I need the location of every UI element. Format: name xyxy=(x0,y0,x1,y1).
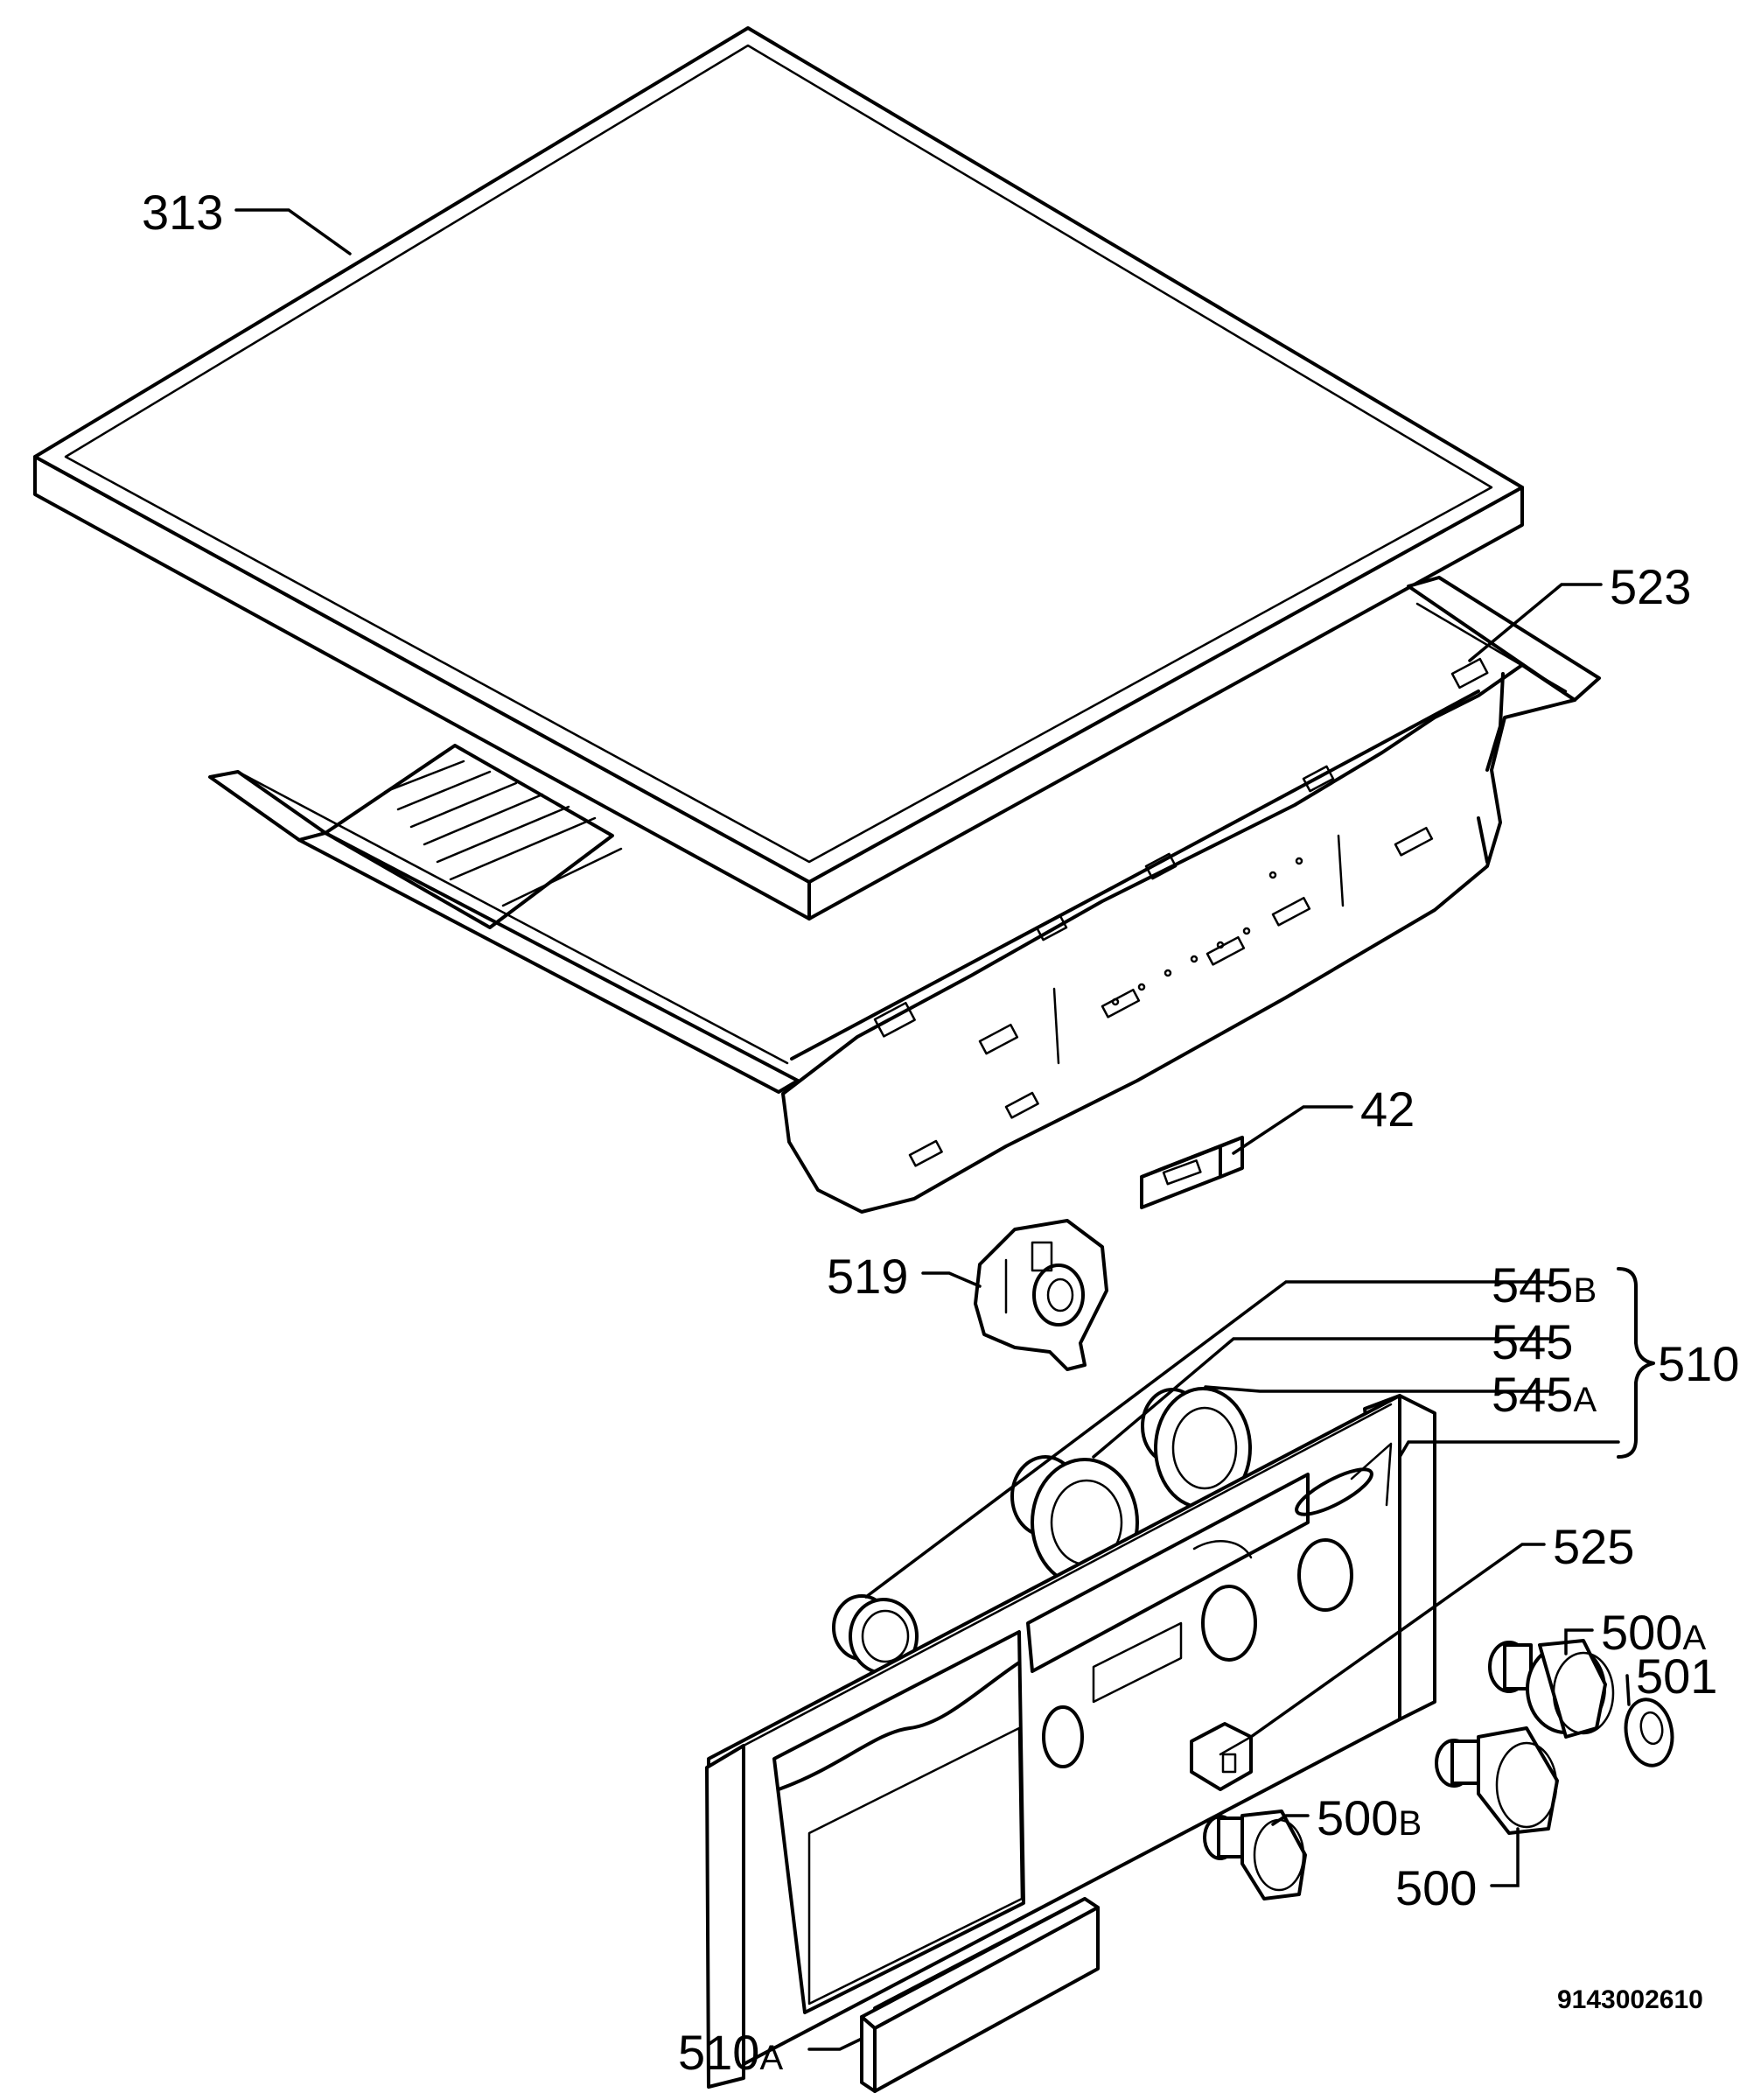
part-510a-insert xyxy=(860,1897,1100,2093)
callout-500a-number: 500 xyxy=(1601,1605,1682,1660)
leader-lines xyxy=(234,208,1631,2051)
part-500a-knob xyxy=(1488,1639,1615,1739)
part-519-holder xyxy=(974,1219,1108,1371)
callout-545: 545 xyxy=(1492,1314,1573,1369)
callout-510: 510 xyxy=(1658,1336,1739,1391)
callout-500a: 500A xyxy=(1601,1605,1706,1660)
part-545a-right-knob xyxy=(1141,1387,1252,1509)
part-313-top-cover xyxy=(33,26,1524,920)
part-500-knob xyxy=(1435,1726,1559,1835)
part-510-control-panel xyxy=(705,1394,1436,2089)
callout-500b-suffix: B xyxy=(1398,1804,1422,1843)
part-523-panel-frame xyxy=(208,576,1601,1214)
callout-510a: 510A xyxy=(678,2025,783,2080)
drawing-number: 9143002610 xyxy=(1557,1985,1703,2014)
callout-545b: 545B xyxy=(1492,1257,1597,1312)
callout-510a-suffix: A xyxy=(759,2039,783,2077)
callout-545b-suffix: B xyxy=(1573,1271,1597,1310)
callout-523: 523 xyxy=(1610,559,1691,614)
part-525-button xyxy=(1190,1722,1253,1791)
callout-525: 525 xyxy=(1553,1519,1634,1574)
group-brace-510 xyxy=(1617,1267,1655,1459)
callout-313: 313 xyxy=(142,185,223,240)
callout-500: 500 xyxy=(1395,1860,1477,1915)
callout-545a-suffix: A xyxy=(1573,1381,1597,1419)
part-500b-knob xyxy=(1203,1810,1307,1900)
callout-500a-suffix: A xyxy=(1682,1619,1706,1657)
callout-500b-number: 500 xyxy=(1317,1790,1398,1845)
part-545b-small-knob xyxy=(832,1594,919,1675)
callout-545a: 545A xyxy=(1492,1367,1597,1422)
callout-500b: 500B xyxy=(1317,1790,1422,1845)
callout-501: 501 xyxy=(1636,1648,1717,1704)
callout-545b-number: 545 xyxy=(1492,1257,1573,1312)
part-501-ring xyxy=(1624,1698,1674,1768)
part-42-switch-block xyxy=(1140,1136,1244,1209)
callout-519: 519 xyxy=(827,1249,908,1304)
callout-510a-number: 510 xyxy=(678,2025,759,2080)
callout-545a-number: 545 xyxy=(1492,1367,1573,1422)
callout-labels: 313 523 42 519 545B 545 545A 510 525 500… xyxy=(142,185,1739,2080)
callout-42: 42 xyxy=(1360,1082,1415,1137)
